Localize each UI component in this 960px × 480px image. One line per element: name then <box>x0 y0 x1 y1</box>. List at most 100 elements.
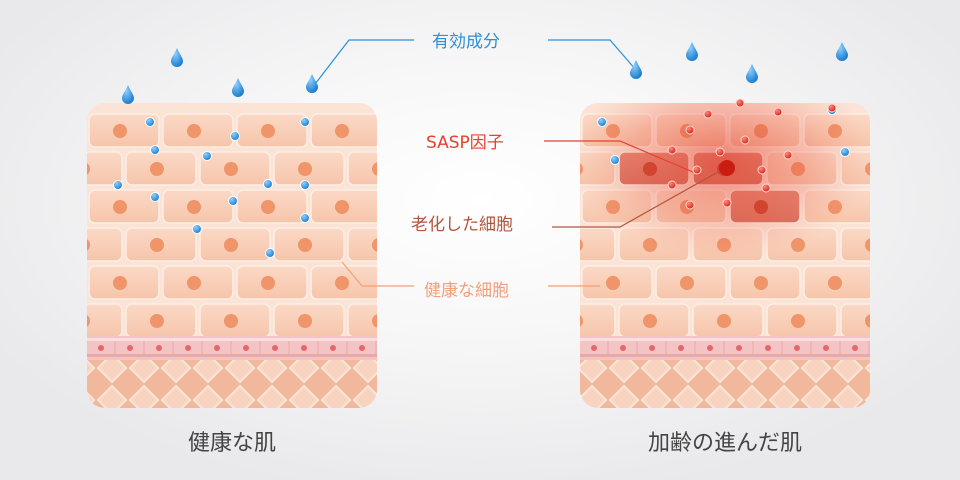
inflammation-glow <box>580 103 870 260</box>
cell-nucleus <box>150 314 164 328</box>
ingredient-particle <box>150 192 160 202</box>
capillary-dot <box>359 345 365 351</box>
healthy-skin-caption: 健康な肌 <box>187 431 276 456</box>
cell-nucleus <box>39 276 53 290</box>
healthy-cell <box>580 303 616 338</box>
sasp-particle <box>703 109 713 119</box>
capillary-dot <box>794 345 800 351</box>
cell-nucleus <box>150 238 164 252</box>
healthy-cell <box>508 266 578 299</box>
sasp-particle <box>685 200 695 210</box>
sasp-leader <box>544 140 701 176</box>
water-drop-icon <box>232 78 244 97</box>
aged-cell-core <box>719 160 735 176</box>
capillary-band-aged <box>580 336 870 360</box>
ingredient-particle <box>300 180 310 190</box>
cell-nucleus <box>409 124 423 138</box>
healthy-cell <box>878 190 948 223</box>
cell-nucleus <box>224 162 238 176</box>
aged-skin-caption: 加齢の進んだ肌 <box>647 431 802 456</box>
cell-nucleus <box>2 162 16 176</box>
cell-nucleus <box>372 162 377 176</box>
ingredient-particle <box>300 213 310 223</box>
cell-nucleus <box>113 276 127 290</box>
capillary-dot <box>649 345 655 351</box>
cell-nucleus <box>865 238 870 252</box>
water-drop-icon <box>746 64 758 83</box>
healthy-skin-block <box>0 103 423 408</box>
capillary-dot <box>620 345 626 351</box>
cell-nucleus <box>495 238 509 252</box>
cell-nucleus <box>532 200 546 214</box>
cell-nucleus <box>298 238 312 252</box>
cell-nucleus <box>372 314 377 328</box>
cell-nucleus <box>532 124 546 138</box>
ingredient-particle <box>597 117 607 127</box>
healthy-cell <box>840 227 870 262</box>
cell-nucleus <box>261 124 275 138</box>
healthy-cell <box>15 266 85 299</box>
cell-nucleus <box>39 124 53 138</box>
sasp-particle <box>773 107 783 117</box>
cell-nucleus <box>495 314 509 328</box>
capillary-dot <box>823 345 829 351</box>
capillary-dot <box>243 345 249 351</box>
cell-nucleus <box>902 200 916 214</box>
capillary-dot <box>707 345 713 351</box>
cell-nucleus <box>865 314 870 328</box>
capillary-dot <box>678 345 684 351</box>
cell-nucleus <box>643 314 657 328</box>
cell-nucleus <box>261 200 275 214</box>
cell-nucleus <box>187 276 201 290</box>
ingredient-particle <box>192 224 202 234</box>
capillary-dot <box>127 345 133 351</box>
healthy-cell <box>878 114 948 147</box>
cell-nucleus <box>87 314 90 328</box>
cell-nucleus <box>372 238 377 252</box>
sasp-particle <box>761 183 771 193</box>
sasp-particle <box>667 145 677 155</box>
healthy-cell <box>87 227 123 262</box>
cell-nucleus <box>335 124 349 138</box>
capillary-dot <box>330 345 336 351</box>
cell-nucleus <box>335 200 349 214</box>
cell-nucleus <box>580 314 583 328</box>
sasp-particle <box>740 135 750 145</box>
sasp-particle <box>735 98 745 108</box>
cell-nucleus <box>335 276 349 290</box>
healthy-cell <box>347 303 377 338</box>
cell-nucleus <box>680 276 694 290</box>
healthy-cell <box>0 228 48 261</box>
cell-nucleus <box>298 162 312 176</box>
ingredient-particle <box>840 147 850 157</box>
healthy-cell <box>471 152 541 185</box>
cell-nucleus <box>409 276 423 290</box>
ingredient-particle <box>228 196 238 206</box>
healthy-cell-leader-left <box>341 261 414 287</box>
sasp-particle <box>827 103 837 113</box>
water-drop-icon <box>630 60 642 79</box>
sasp-particle <box>667 180 677 190</box>
aged-cell-label: 老化した細胞 <box>411 215 513 235</box>
ingredient-particle <box>265 248 275 258</box>
cell-nucleus <box>532 276 546 290</box>
sasp-particle <box>722 198 732 208</box>
cell-nucleus <box>902 276 916 290</box>
healthy-cell-label: 健康な細胞 <box>424 281 509 301</box>
sasp-particle <box>783 150 793 160</box>
cell-nucleus <box>791 314 805 328</box>
active-ingredient-label: 有効成分 <box>432 32 500 52</box>
cell-nucleus <box>754 276 768 290</box>
cell-nucleus <box>2 314 16 328</box>
water-drop-icon <box>306 74 318 93</box>
healthy-cell <box>508 114 578 147</box>
water-drop-icon <box>122 85 134 104</box>
healthy-cell <box>840 303 870 338</box>
healthy-cell <box>87 151 123 186</box>
capillary-dot <box>272 345 278 351</box>
healthy-cell <box>347 151 377 186</box>
ingredient-particle <box>610 155 620 165</box>
healthy-cell <box>15 114 85 147</box>
